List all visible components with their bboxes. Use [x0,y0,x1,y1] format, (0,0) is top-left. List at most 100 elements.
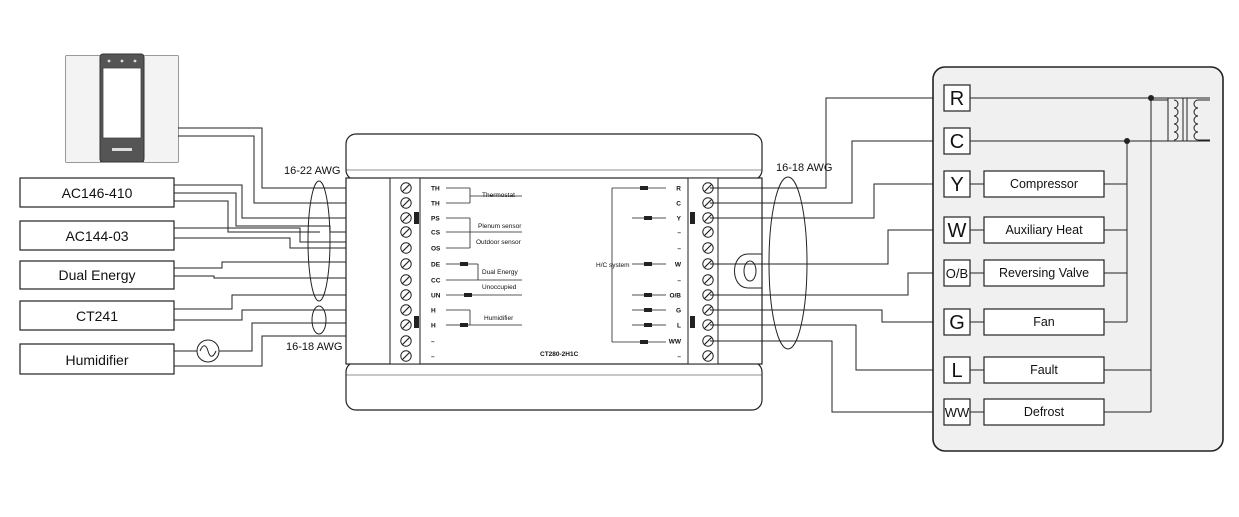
hvac-terminal-boxes: RCY W O/B G L WW [943,84,971,426]
right-cable-bundle [768,176,808,350]
terminal-label: W [675,262,682,269]
device-label-ac144-03: AC144-03 [65,228,128,244]
terminal-screw [702,304,714,316]
terminal-screw [400,350,412,362]
terminal-screw [702,350,714,362]
terminal-screw [702,274,714,286]
terminal-label: R [676,186,681,193]
terminal-screw [400,289,412,301]
device-label-ac146-410: AC146-410 [62,185,133,201]
hvac-function-reversing-valve: Reversing Valve [983,259,1105,287]
terminal-label: TH [431,201,440,208]
device-box-ac146-410: AC146-410 [19,177,175,208]
gauge-left-bottom: 16-18 AWG [286,341,342,353]
group-label-unoccupied: Unoccupied [482,284,517,291]
group-label-outdoor-sensor: Outdoor sensor [476,239,522,246]
gauge-left-top: 16-22 AWG [284,165,340,177]
ac-source-icon [196,339,220,363]
terminal-screw [400,226,412,238]
terminal-screw [400,335,412,347]
controller-housing [345,133,763,411]
terminal-screw [702,242,714,254]
terminal-label: H [431,323,436,330]
terminal-screw [400,212,412,224]
terminal-label: – [431,339,435,346]
hvac-function-compressor: Compressor [983,170,1105,198]
group-label-hc-system: H/C system [596,262,630,269]
left-cable-bundle-small [311,305,327,335]
terminal-screw [400,274,412,286]
hvac-function-label: Compressor [1010,177,1078,191]
hvac-function-defrost: Defrost [983,398,1105,426]
hvac-panel [932,66,1224,452]
hvac-function-label: Fault [1030,363,1058,377]
controller-model-label: CT280-2H1C [540,351,579,358]
hvac-terminal-label: Y [950,174,963,196]
device-box-dual-energy: Dual Energy [19,260,175,290]
right-wiring [710,97,944,413]
terminal-label: – [677,246,681,253]
group-label-thermostat: Thermostat [482,192,515,199]
terminal-screw [400,258,412,270]
left-group-annotations: Thermostat Plenum sensor Outdoor sensor … [446,187,522,327]
hvac-terminal-label: O/B [946,266,968,281]
terminal-label: G [676,308,681,315]
device-label-dual-energy: Dual Energy [58,267,135,283]
terminal-screw [400,319,412,331]
right-group-annotations: H/C system [596,186,666,344]
hvac-terminal-w: W [943,216,971,244]
terminal-label: O/B [669,293,681,300]
hvac-function-auxiliary-heat: Auxiliary Heat [983,216,1105,244]
terminal-label: CS [431,230,441,237]
terminal-screw [400,304,412,316]
left-cable-bundle [307,180,331,302]
hvac-terminal-label: C [950,131,964,153]
device-box-ac144-03: AC144-03 [19,220,175,251]
terminal-label: OS [431,246,441,253]
terminal-label: L [677,323,681,330]
terminal-label: – [677,230,681,237]
hvac-terminal-label: W [948,220,967,242]
terminal-screw [702,289,714,301]
hvac-terminal-r: R [943,84,971,112]
group-label-plenum-sensor: Plenum sensor [478,223,522,230]
hvac-function-label: Defrost [1024,405,1065,419]
left-terminal-screws [400,182,412,362]
hvac-terminal-ob: O/B [943,259,971,287]
terminal-screw [400,197,412,209]
transformer-icon [1150,98,1210,141]
group-label-humidifier: Humidifier [484,315,514,322]
terminal-label: H [431,308,436,315]
hvac-function-fan: Fan [983,308,1105,336]
hvac-terminal-label: WW [945,405,970,420]
hvac-terminal-label: L [951,360,962,382]
device-label-humidifier: Humidifier [65,352,128,368]
hvac-function-fault: Fault [983,356,1105,384]
hvac-terminal-label: R [950,88,964,110]
hvac-terminal-g: G [943,308,971,336]
terminal-label: C [676,201,681,208]
terminal-label: CC [431,278,441,285]
terminal-label: Y [677,216,682,223]
terminal-screw [400,242,412,254]
terminal-label: – [677,354,681,361]
hvac-terminal-label: G [949,312,965,334]
hvac-terminal-c: C [943,127,971,155]
device-box-ct241: CT241 [19,300,175,331]
terminal-screw [702,226,714,238]
terminal-screw [702,212,714,224]
group-label-dual-energy: Dual Energy [482,269,519,276]
terminal-label: TH [431,186,440,193]
right-grommet [734,253,762,289]
thermostat-device [65,53,179,163]
terminal-label: WW [669,339,682,346]
gauge-right-top: 16-18 AWG [776,162,832,174]
terminal-label: – [431,354,435,361]
hvac-function-label: Reversing Valve [999,266,1089,280]
terminal-label: DE [431,262,441,269]
